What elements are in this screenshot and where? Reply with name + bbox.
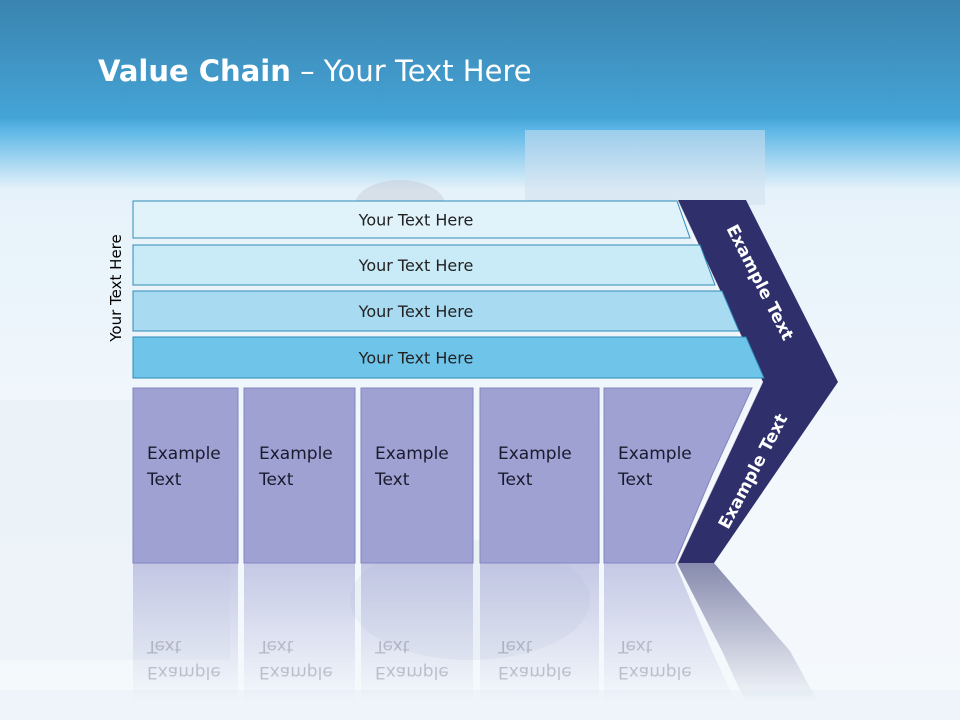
column-label-line2-3: Text xyxy=(374,470,410,490)
bar-3 xyxy=(132,290,740,332)
column-label-line2-4: Text xyxy=(497,470,533,490)
reflected-label-line1-3: Example xyxy=(375,662,449,682)
bar-label-2: Your Text Here xyxy=(358,256,474,275)
chevron-shape xyxy=(677,200,838,563)
reflected-label-line2-5: Text xyxy=(617,636,653,656)
column-5 xyxy=(603,387,753,564)
column-1 xyxy=(132,387,239,564)
bar-label-1: Your Text Here xyxy=(358,211,474,230)
bar-label-3: Your Text Here xyxy=(358,302,474,321)
column-label-line1-3: Example xyxy=(375,444,449,464)
column-label-line1-2: Example xyxy=(259,444,333,464)
reflected-label-line2-1: Text xyxy=(146,636,182,656)
reflected-label-line2-4: Text xyxy=(497,636,533,656)
column-label-line2-5: Text xyxy=(617,470,653,490)
column-label-line1-4: Example xyxy=(498,444,572,464)
column-label-line1-5: Example xyxy=(618,444,692,464)
title-rest: – Your Text Here xyxy=(290,54,532,88)
page-title: Value Chain – Your Text Here xyxy=(98,54,532,88)
column-label-line2-2: Text xyxy=(258,470,294,490)
reflected-label-line2-3: Text xyxy=(374,636,410,656)
reflected-label-line1-1: Example xyxy=(147,662,221,682)
column-2 xyxy=(243,387,356,564)
bar-4 xyxy=(132,336,765,379)
column-3 xyxy=(360,387,474,564)
reflected-label-line2-2: Text xyxy=(258,636,294,656)
bar-label-4: Your Text Here xyxy=(358,349,474,368)
bar-2 xyxy=(132,244,716,286)
column-4 xyxy=(479,387,600,564)
title-bold: Value Chain xyxy=(98,54,291,88)
column-label-line1-1: Example xyxy=(147,444,221,464)
reflection xyxy=(133,563,829,720)
reflected-label-line1-5: Example xyxy=(618,662,692,682)
column-label-line2-1: Text xyxy=(146,470,182,490)
reflected-label-line1-4: Example xyxy=(498,662,572,682)
bar-1 xyxy=(132,200,691,239)
reflected-label-line1-2: Example xyxy=(259,662,333,682)
